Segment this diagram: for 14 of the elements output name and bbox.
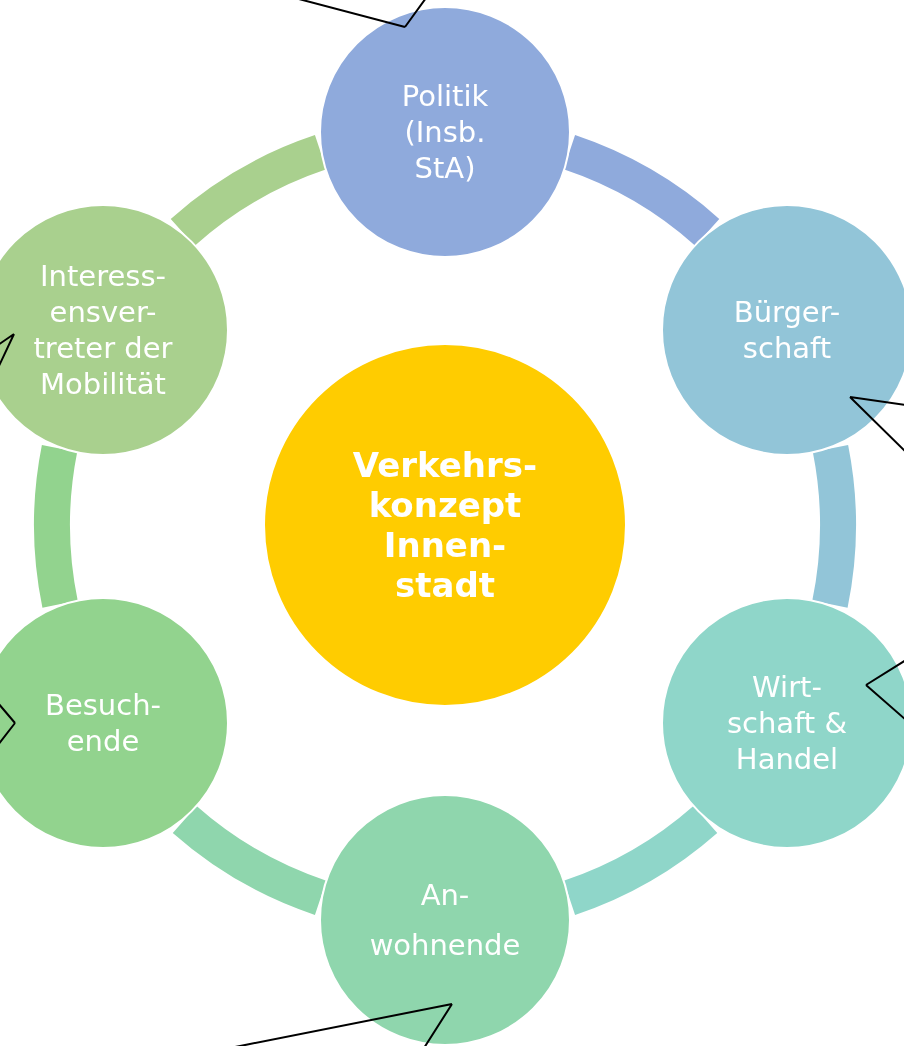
ring-segment (173, 805, 328, 915)
circle-label: Besuch- ende (44, 687, 162, 759)
ring-segment (34, 445, 78, 607)
circle-label: Politik (Insb. StA) (400, 78, 490, 186)
circle-label: An- wohnende (368, 877, 522, 964)
circle-label: Wirt- schaft & Handel (725, 669, 849, 777)
circle-label: Verkehrs- konzept Innen- stadt (351, 445, 539, 605)
circle-label: Bürger- schaft (732, 294, 842, 366)
ring-segment (562, 805, 717, 915)
leader-line (0, 702, 16, 746)
ring-segment (812, 445, 856, 607)
leader-line (865, 659, 904, 721)
leader-line (849, 396, 904, 453)
circle-label: Interess- ensver- treter der Mobilität (32, 258, 174, 402)
